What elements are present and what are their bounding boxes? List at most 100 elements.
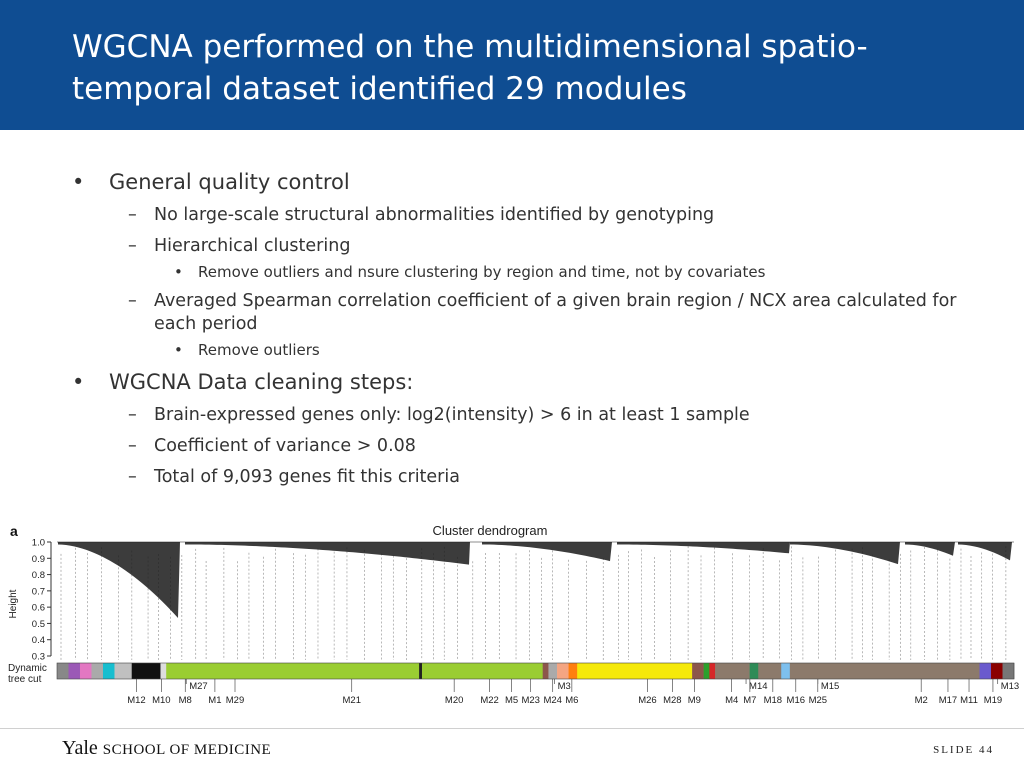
- module-label: M14: [749, 681, 767, 692]
- track-label-line2: tree cut: [8, 674, 42, 685]
- module-color-segment: [114, 663, 133, 679]
- track-label-line1: Dynamic: [8, 663, 47, 674]
- module-color-segment: [419, 663, 423, 679]
- yale-logo: Yale SCHOOL OF MEDICINE: [62, 737, 271, 760]
- module-color-segment: [979, 663, 992, 679]
- module-label: M10: [152, 695, 170, 706]
- bullet-wgcna-cleaning: •WGCNA Data cleaning steps:: [72, 370, 414, 394]
- bullet-dot: •: [174, 263, 183, 281]
- module-label: M3: [558, 681, 571, 692]
- module-color-segment: [715, 663, 750, 679]
- sub-sub-bullet-remove-outliers: •Remove outliers: [174, 341, 320, 359]
- sub-bullet-genotyping: –No large-scale structural abnormalities…: [128, 205, 715, 225]
- module-color-segment: [577, 663, 693, 679]
- dendrogram-cluster: [905, 542, 955, 556]
- school-name: SCHOOL OF MEDICINE: [102, 742, 272, 758]
- dendrogram-cluster: [958, 542, 1012, 561]
- module-label: M7: [743, 695, 756, 706]
- sub-bullet-brain-expressed: –Brain-expressed genes only: log2(intens…: [128, 405, 750, 425]
- module-color-segment: [166, 663, 420, 679]
- sub-sub-bullet-remove-outliers-clustering: •Remove outliers and nsure clustering by…: [174, 263, 766, 281]
- bullet-dash: –: [128, 236, 137, 256]
- module-label: M18: [764, 695, 782, 706]
- module-label: M6: [565, 695, 578, 706]
- module-color-segment: [709, 663, 716, 679]
- module-label: M16: [787, 695, 805, 706]
- dendrogram-cluster: [482, 542, 612, 562]
- dendrogram-cluster: [58, 542, 180, 618]
- module-label: M9: [688, 695, 701, 706]
- slide-title: WGCNA performed on the multidimensional …: [72, 29, 868, 107]
- module-color-segment: [160, 663, 167, 679]
- dendrogram-cluster: [185, 542, 470, 565]
- dendrogram-clusters: [58, 542, 1012, 618]
- footer: Yale SCHOOL OF MEDICINE SLIDE 44: [0, 728, 1024, 768]
- bullet-dash: –: [128, 436, 137, 456]
- module-color-segment: [79, 663, 92, 679]
- module-color-segment: [68, 663, 81, 679]
- module-label: M4: [725, 695, 738, 706]
- bullet-dash: –: [128, 291, 137, 311]
- bullet-dot: •: [72, 170, 85, 194]
- module-color-segment: [781, 663, 791, 679]
- y-ticks: 1.00.90.80.70.60.50.40.3: [32, 538, 52, 663]
- module-color-segment: [749, 663, 759, 679]
- module-label: M22: [480, 695, 498, 706]
- bullet-dot: •: [174, 341, 183, 359]
- module-color-segment: [991, 663, 1003, 679]
- y-tick-label: 0.6: [32, 603, 45, 614]
- bullet-list: •General quality control –No large-scale…: [72, 164, 972, 489]
- module-color-segment: [57, 663, 69, 679]
- module-label: M15: [821, 681, 839, 692]
- module-color-segment: [758, 663, 782, 679]
- sub-bullet-total-genes: –Total of 9,093 genes fit this criteria: [128, 467, 460, 487]
- module-color-segment: [557, 663, 569, 679]
- sub-bullet-hierarchical-clustering: –Hierarchical clustering: [128, 236, 351, 256]
- module-label: M2: [915, 695, 928, 706]
- slide-number: SLIDE 44: [933, 744, 994, 756]
- sub-bullet-spearman-correlation: –Averaged Spearman correlation coefficie…: [128, 291, 957, 334]
- module-label: M17: [939, 695, 957, 706]
- bullet-dash: –: [128, 467, 137, 487]
- module-label: M11: [960, 695, 978, 706]
- module-label: M12: [127, 695, 145, 706]
- module-color-segment: [131, 663, 161, 679]
- module-color-segment: [568, 663, 578, 679]
- module-label: M28: [663, 695, 681, 706]
- bullet-dot: •: [72, 370, 85, 394]
- module-label: M27: [189, 681, 207, 692]
- module-color-segment: [102, 663, 115, 679]
- title-bar: WGCNA performed on the multidimensional …: [0, 0, 1024, 130]
- y-tick-label: 1.0: [32, 538, 45, 549]
- module-color-segment: [421, 663, 543, 679]
- module-label: M5: [505, 695, 518, 706]
- module-label: M24: [543, 695, 561, 706]
- module-label: M8: [179, 695, 192, 706]
- module-label: M25: [809, 695, 827, 706]
- y-tick-label: 0.4: [32, 635, 45, 646]
- y-tick-label: 0.9: [32, 554, 45, 565]
- module-color-segment: [91, 663, 104, 679]
- module-color-segment: [789, 663, 980, 679]
- sub-bullet-coefficient-variance: –Coefficient of variance > 0.08: [128, 436, 416, 456]
- yale-wordmark: Yale: [62, 737, 98, 759]
- module-label: M21: [343, 695, 361, 706]
- module-color-segment: [1002, 663, 1015, 679]
- module-label: M1: [208, 695, 221, 706]
- cluster-dendrogram-figure: a Cluster dendrogram Height Dynamic tree…: [0, 516, 1024, 714]
- module-bar-frame: [56, 662, 1015, 680]
- module-color-segment: [703, 663, 710, 679]
- bullet-general-quality-control: •General quality control: [72, 170, 350, 194]
- module-label: M19: [984, 695, 1002, 706]
- dendrogram-cluster: [617, 542, 790, 554]
- module-label: M23: [521, 695, 539, 706]
- y-tick-label: 0.7: [32, 586, 45, 597]
- module-label: M29: [226, 695, 244, 706]
- module-color-segment: [542, 663, 549, 679]
- module-label: M26: [638, 695, 656, 706]
- module-color-segment: [692, 663, 704, 679]
- bullet-dash: –: [128, 205, 137, 225]
- y-axis-label: Height: [8, 589, 19, 618]
- module-label: M20: [445, 695, 463, 706]
